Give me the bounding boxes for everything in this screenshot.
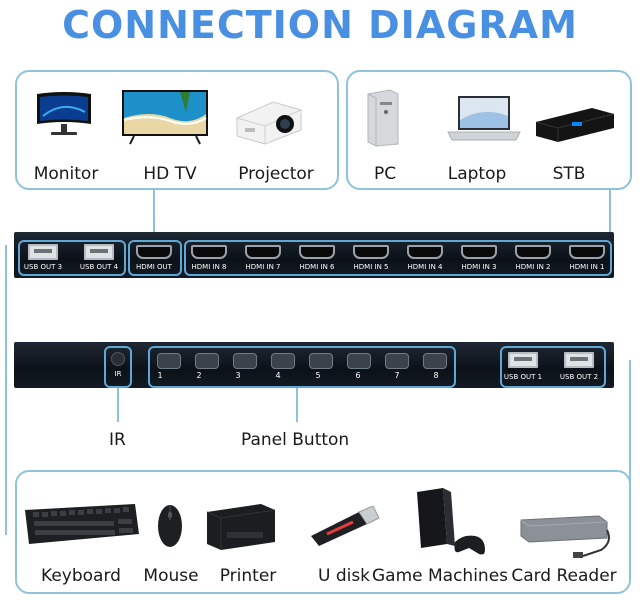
device-label: U disk	[317, 566, 371, 586]
usb-out-1-port[interactable]	[508, 352, 538, 368]
page-title: CONNECTION DIAGRAM	[62, 3, 578, 47]
left-connector-line	[5, 245, 7, 535]
hdmi-in-label: HDMI IN 2	[515, 263, 551, 271]
panel-button-number: 7	[394, 371, 400, 380]
hdmi-in-box	[184, 240, 612, 276]
usb-out-2-port[interactable]	[564, 352, 594, 368]
usb-out-1-2-box	[500, 346, 606, 388]
panel-buttons-box	[148, 346, 456, 388]
panel-button-number: 8	[433, 371, 439, 380]
hdmi-out-label: HDMI OUT	[136, 263, 172, 271]
pc-tower-icon	[367, 89, 399, 147]
panel-button-number: 3	[235, 371, 241, 380]
card-reader-icon	[520, 515, 610, 558]
hdmi-in-label: HDMI IN 1	[569, 263, 605, 271]
hdmi-in-8-port[interactable]	[191, 245, 227, 259]
ir-label: IR	[114, 370, 122, 378]
panel-button-1[interactable]	[157, 353, 181, 369]
ir-box	[104, 346, 132, 388]
device-label: Printer	[219, 566, 277, 586]
usb-out-4-port[interactable]	[84, 244, 114, 260]
panel-button-number: 5	[315, 371, 321, 380]
panel-button-number: 1	[157, 371, 163, 380]
panel-button-6[interactable]	[347, 353, 371, 369]
panel-button-3[interactable]	[233, 353, 257, 369]
panel-button-8[interactable]	[423, 353, 447, 369]
panel-button-2[interactable]	[195, 353, 219, 369]
panel-button-caption: Panel Button	[241, 430, 350, 450]
hdmi-in-label: HDMI IN 3	[461, 263, 497, 271]
output-devices-group: Monitor HD TV Projector	[15, 70, 339, 190]
tv-icon	[122, 90, 208, 145]
ir-caption: IR	[109, 430, 126, 450]
usb-out-1-label: USB OUT 1	[503, 373, 543, 381]
usb-out-2-label: USB OUT 2	[559, 373, 599, 381]
hdmi-in-2-port[interactable]	[515, 245, 551, 259]
projector-icon	[236, 101, 302, 145]
output-connector-line	[153, 188, 155, 242]
hdmi-in-5-port[interactable]	[353, 245, 389, 259]
game-console-icon	[417, 488, 485, 555]
peripheral-devices-group: Keyboard Mouse Printer U disk Game Machi…	[15, 470, 631, 594]
panel-button-7[interactable]	[385, 353, 409, 369]
hdmi-in-label: HDMI IN 5	[353, 263, 389, 271]
panel-button-connector-line	[296, 386, 298, 422]
usb-out-3-4-box	[18, 240, 126, 276]
hdmi-in-label: HDMI IN 6	[299, 263, 335, 271]
hdmi-in-6-port[interactable]	[299, 245, 335, 259]
hdmi-in-1-port[interactable]	[569, 245, 605, 259]
device-label: PC	[373, 164, 397, 184]
usb-out-3-label: USB OUT 3	[23, 263, 63, 271]
mouse-icon	[158, 505, 182, 547]
keyboard-icon	[25, 504, 139, 544]
laptop-icon	[447, 96, 521, 141]
monitor-icon	[37, 92, 91, 135]
device-label: Monitor	[33, 164, 99, 184]
usb-out-4-label: USB OUT 4	[79, 263, 119, 271]
set-top-box-icon	[535, 108, 615, 142]
usb-out-3-port[interactable]	[28, 244, 58, 260]
printer-icon	[206, 504, 276, 550]
hdmi-out-port[interactable]	[136, 245, 172, 259]
hdmi-in-4-port[interactable]	[407, 245, 443, 259]
hdmi-in-label: HDMI IN 7	[245, 263, 281, 271]
panel-button-4[interactable]	[271, 353, 295, 369]
hdmi-out-box	[128, 240, 182, 276]
device-label: Laptop	[447, 164, 507, 184]
device-label: Projector	[238, 164, 314, 184]
device-label: STB	[552, 164, 586, 184]
hdmi-in-label: HDMI IN 8	[191, 263, 227, 271]
hdmi-in-3-port[interactable]	[461, 245, 497, 259]
hdmi-in-7-port[interactable]	[245, 245, 281, 259]
device-label: Game Machines	[371, 566, 509, 586]
back-panel: USB OUT 3 USB OUT 4 HDMI OUT HDMI IN 8 H…	[14, 232, 614, 278]
source-connector-line	[609, 140, 611, 242]
panel-button-number: 4	[275, 371, 281, 380]
hdmi-in-label: HDMI IN 4	[407, 263, 443, 271]
front-panel: IR 1 2 3 4 5 6 7 8 USB OUT 1 USB OUT 2	[14, 342, 614, 388]
ir-connector-line	[117, 386, 119, 422]
device-label: Mouse	[143, 566, 199, 586]
device-label: HD TV	[143, 164, 197, 184]
device-label: Keyboard	[41, 566, 121, 586]
usb-disk-icon	[311, 506, 380, 546]
ir-sensor	[111, 352, 125, 366]
panel-button-5[interactable]	[309, 353, 333, 369]
panel-button-number: 2	[196, 371, 202, 380]
panel-button-number: 6	[355, 371, 361, 380]
right-connector-line	[629, 360, 631, 535]
source-devices-group: PC Laptop STB	[346, 70, 632, 190]
device-label: Card Reader	[511, 566, 617, 586]
